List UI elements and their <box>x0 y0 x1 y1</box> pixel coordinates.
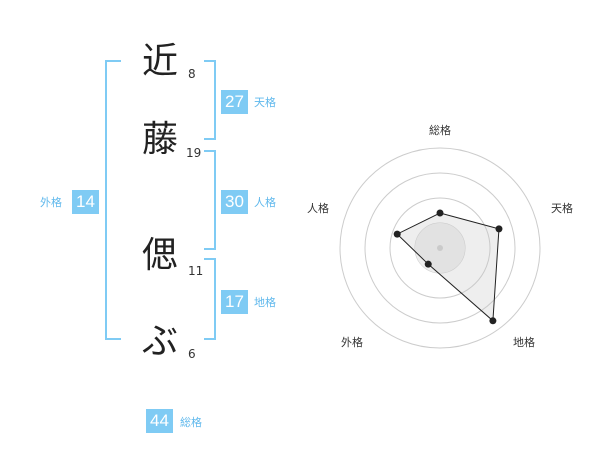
radar-label-chikaku: 地格 <box>513 336 535 349</box>
radar-center <box>437 245 443 251</box>
radar-point-3 <box>424 260 432 268</box>
name-char-2: 藤 <box>141 119 178 160</box>
radar-label-gaikaku: 外格 <box>341 336 363 349</box>
radar-point-1 <box>495 225 503 233</box>
radar-series-polygon <box>396 212 500 322</box>
radar-ring <box>339 147 541 349</box>
tenkaku-label: 天格 <box>254 96 276 109</box>
stroke-count-2: 19 <box>186 146 202 160</box>
chikaku-bracket <box>204 258 216 340</box>
radar-label-jinkaku: 人格 <box>307 202 329 215</box>
chikaku-label: 地格 <box>254 296 276 309</box>
radar-point-0 <box>436 209 444 217</box>
stroke-count-3: 11 <box>188 264 204 278</box>
name-char-3: 偲 <box>141 235 178 276</box>
soukaku-label: 総格 <box>180 416 202 429</box>
soukaku-value: 44 <box>146 409 173 433</box>
stroke-count-4: 6 <box>188 347 196 361</box>
radar-ring <box>364 172 516 324</box>
radar-point-4 <box>393 230 401 238</box>
stroke-count-1: 8 <box>188 67 196 81</box>
radar-label-tenkaku: 天格 <box>551 202 573 215</box>
gaikaku-value: 14 <box>72 190 99 214</box>
tenkaku-bracket <box>204 60 216 140</box>
radar-label-soukaku: 総格 <box>429 124 451 137</box>
gaikaku-bracket <box>105 60 121 340</box>
radar-ring <box>389 197 491 299</box>
tenkaku-value: 27 <box>221 90 248 114</box>
jinkaku-label: 人格 <box>254 196 276 209</box>
name-char-4: ぶ <box>141 321 178 362</box>
radar-point-2 <box>489 317 497 325</box>
name-char-1: 近 <box>141 41 178 82</box>
gaikaku-label: 外格 <box>40 196 62 209</box>
jinkaku-value: 30 <box>221 190 248 214</box>
jinkaku-bracket <box>204 150 216 250</box>
chikaku-value: 17 <box>221 290 248 314</box>
